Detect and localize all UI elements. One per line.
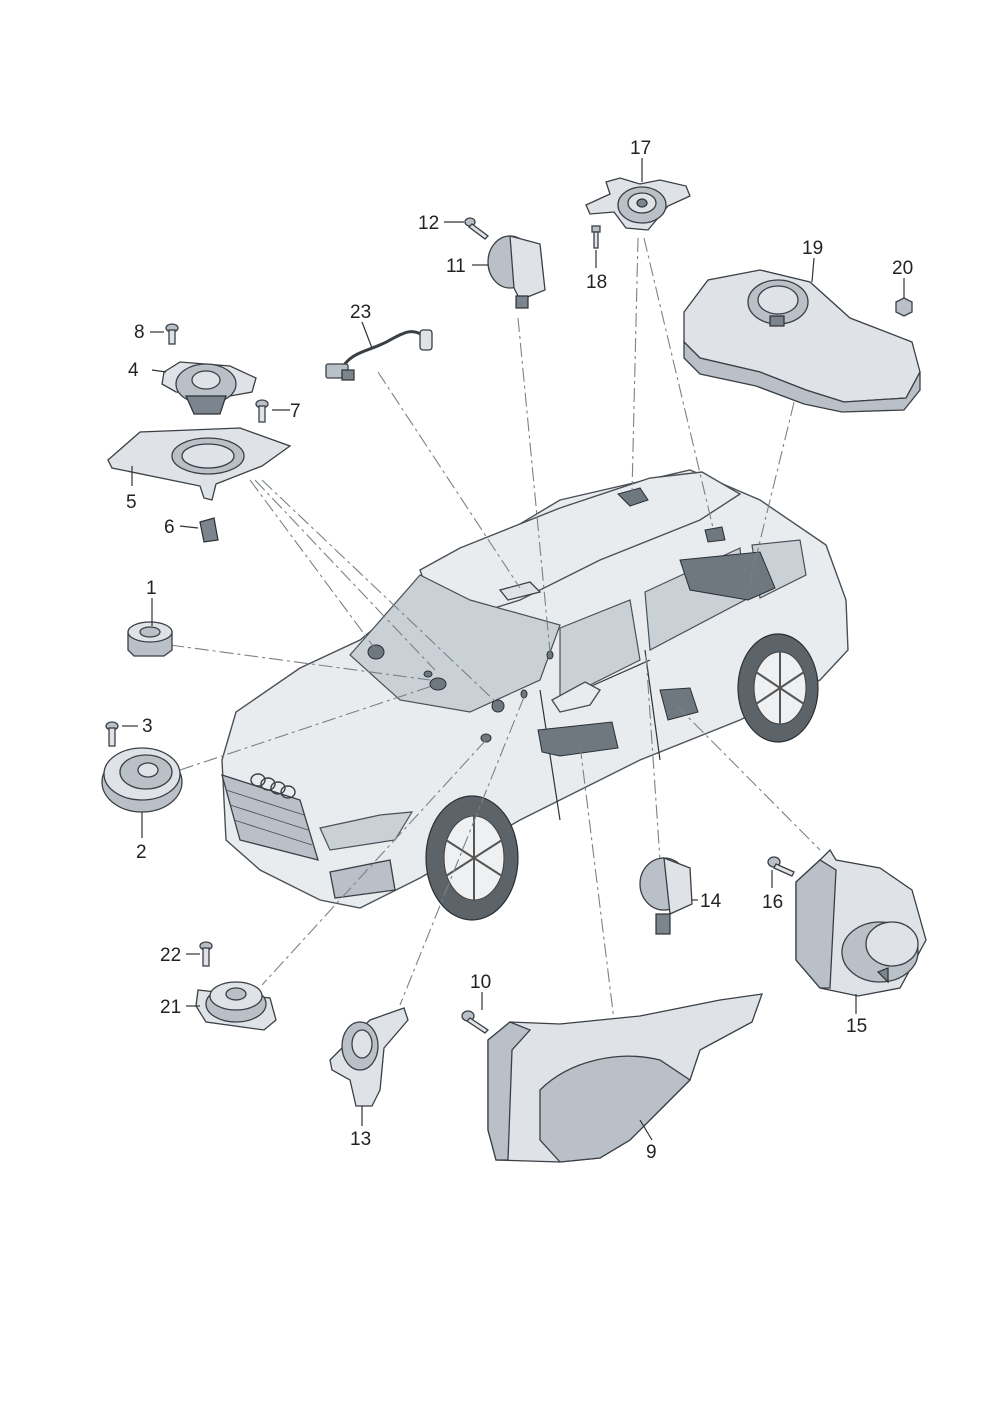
part-5-bracket bbox=[107, 427, 292, 501]
label-22: 22 bbox=[160, 945, 181, 966]
label-9: 9 bbox=[646, 1142, 657, 1163]
part-9-door-enclosure bbox=[487, 993, 763, 1163]
part-4-tweeter bbox=[161, 361, 257, 415]
location-leaders bbox=[169, 237, 821, 1021]
label-3: 3 bbox=[142, 716, 153, 737]
part-13-door-speaker bbox=[329, 1007, 409, 1107]
part-number-labels: 1 2 3 4 5 6 7 8 9 10 11 12 13 14 15 16 1… bbox=[126, 138, 913, 1163]
label-2: 2 bbox=[136, 842, 147, 863]
part-1-speaker bbox=[127, 621, 173, 657]
label-14: 14 bbox=[700, 891, 722, 912]
part-8-screw bbox=[165, 323, 179, 345]
car-logo-icon bbox=[250, 773, 296, 799]
label-13: 13 bbox=[350, 1129, 371, 1150]
label-leaders bbox=[122, 158, 905, 1141]
label-17: 17 bbox=[630, 138, 651, 159]
label-16: 16 bbox=[762, 892, 783, 913]
label-1: 1 bbox=[146, 578, 157, 599]
part-15-woofer-housing bbox=[795, 848, 927, 997]
label-23: 23 bbox=[350, 302, 371, 323]
label-5: 5 bbox=[126, 492, 137, 513]
part-22-screw bbox=[199, 941, 213, 967]
label-10: 10 bbox=[470, 972, 491, 993]
label-15: 15 bbox=[846, 1016, 867, 1037]
label-20: 20 bbox=[892, 258, 913, 279]
part-2-speaker bbox=[101, 747, 183, 813]
part-11-module bbox=[487, 235, 546, 309]
part-3-screw bbox=[105, 721, 119, 747]
label-4: 4 bbox=[128, 360, 139, 381]
part-19-subwoofer-box bbox=[683, 269, 921, 413]
label-18: 18 bbox=[586, 272, 607, 293]
part-16-bolt bbox=[767, 856, 795, 877]
part-18-screw bbox=[591, 225, 601, 249]
part-21-speaker bbox=[195, 981, 277, 1031]
part-23-cable bbox=[325, 329, 433, 381]
label-7: 7 bbox=[290, 401, 301, 422]
part-6-clip bbox=[199, 517, 219, 543]
part-17-roof-speaker bbox=[585, 177, 691, 231]
part-12-bolt bbox=[464, 217, 489, 240]
label-12: 12 bbox=[418, 213, 439, 234]
label-11: 11 bbox=[446, 256, 466, 277]
part-10-bolt bbox=[461, 1010, 490, 1034]
part-7-bolt bbox=[255, 399, 269, 423]
label-8: 8 bbox=[134, 322, 145, 343]
part-20-nut bbox=[895, 297, 913, 317]
label-6: 6 bbox=[164, 517, 175, 538]
vehicle-illustration bbox=[221, 469, 849, 921]
label-21: 21 bbox=[160, 997, 181, 1018]
part-14-module bbox=[639, 857, 693, 935]
label-19: 19 bbox=[802, 238, 823, 259]
